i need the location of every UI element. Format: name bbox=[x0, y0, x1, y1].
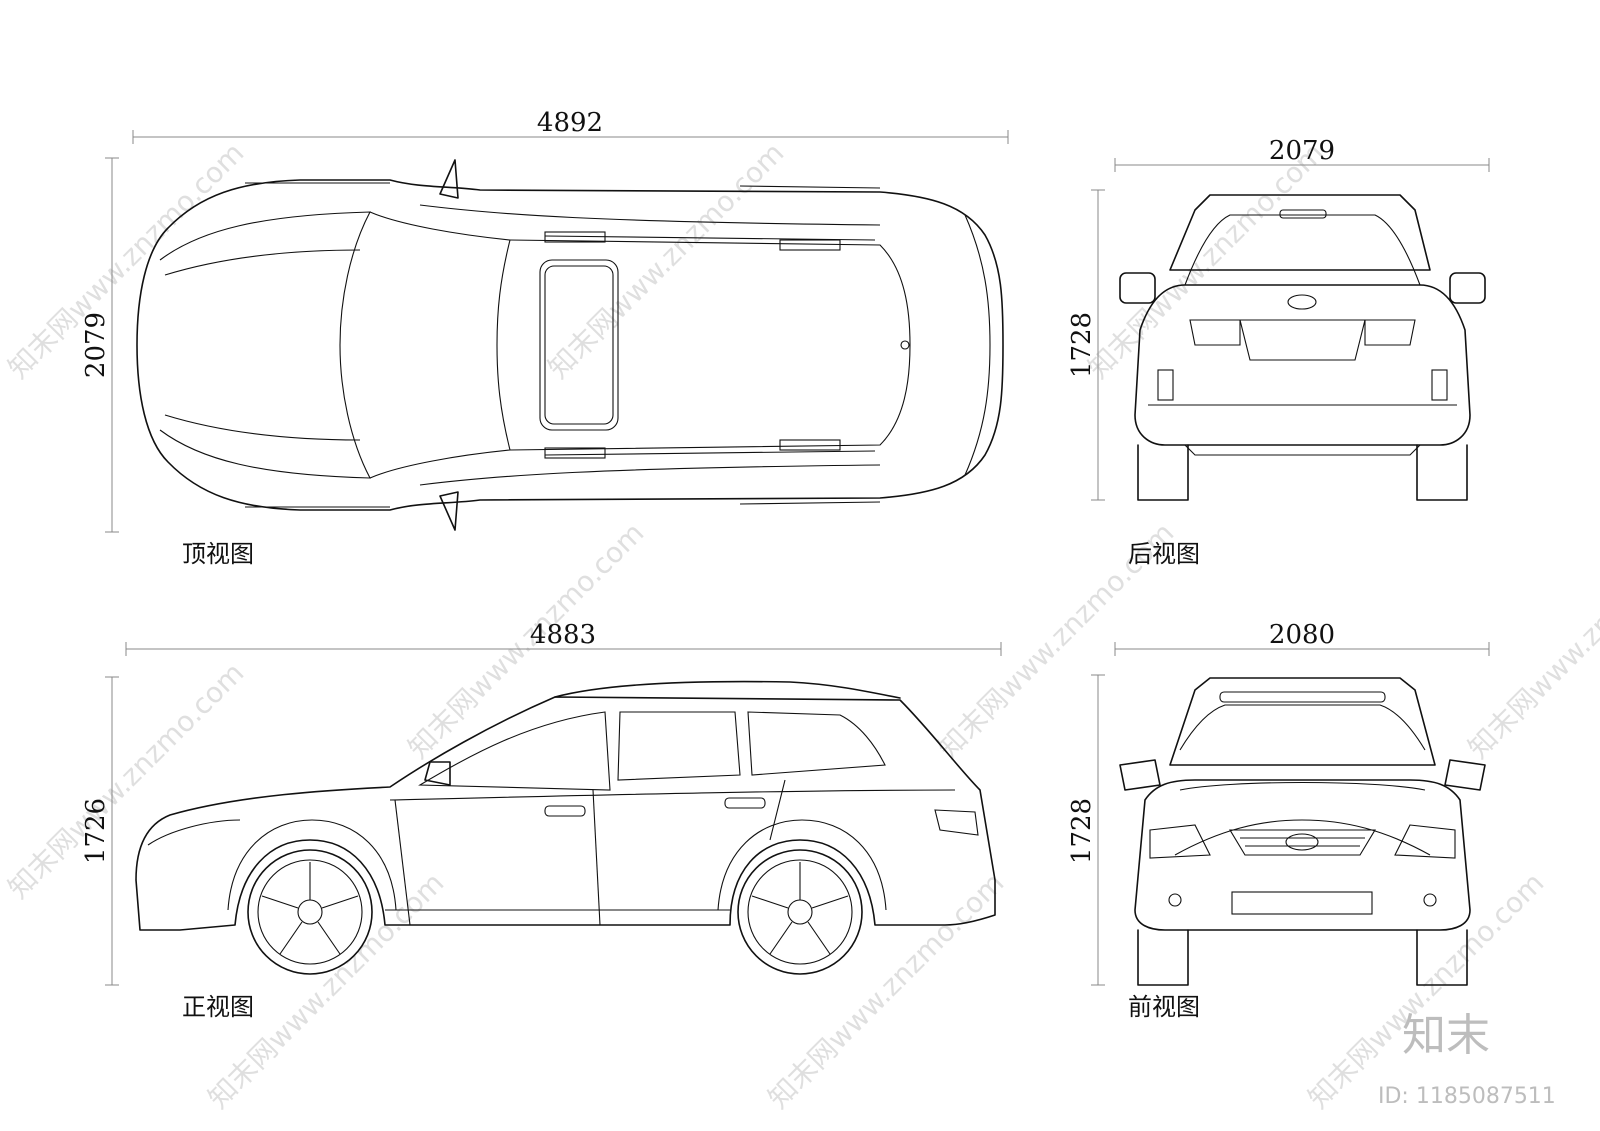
car-front-view bbox=[1119, 677, 1486, 986]
rear-view-label: 后视图 bbox=[1128, 540, 1200, 568]
watermark-text: 知末网www.znzmo.com bbox=[1302, 866, 1551, 1115]
dimension-front-height: 1728 bbox=[1067, 674, 1105, 986]
watermark-text: 知末网www.znzmo.com bbox=[402, 516, 651, 765]
dim-label-side-length: 4883 bbox=[530, 620, 596, 650]
dim-label-side-height: 1726 bbox=[81, 798, 111, 864]
dim-label-top-length: 4892 bbox=[537, 108, 603, 138]
dimension-side-height: 1726 bbox=[81, 676, 119, 986]
car-rear-view bbox=[1119, 194, 1486, 501]
dimension-front-width: 2080 bbox=[1114, 620, 1490, 656]
dim-label-rear-height: 1728 bbox=[1067, 312, 1097, 378]
watermark-text: 知末网www.znzmo.com bbox=[1082, 136, 1331, 385]
dimension-rear-height: 1728 bbox=[1067, 189, 1105, 501]
dimension-side-length: 4883 bbox=[125, 620, 1002, 656]
dimension-top-length: 4892 bbox=[132, 108, 1009, 144]
watermark-text: 知末网www.znzmo.com bbox=[1462, 516, 1600, 765]
top-view-label: 顶视图 bbox=[182, 540, 254, 568]
dimension-top-width: 2079 bbox=[81, 157, 119, 533]
car-side-view bbox=[135, 680, 996, 975]
dim-label-rear-width: 2079 bbox=[1269, 136, 1335, 166]
image-id-text: ID: 1185087511 bbox=[1378, 1084, 1556, 1109]
watermark-text: 知末网www.znzmo.com bbox=[542, 136, 791, 385]
watermark-text: 知末网www.znzmo.com bbox=[2, 656, 251, 905]
side-front-wheel bbox=[247, 849, 373, 975]
dimension-rear-width: 2079 bbox=[1114, 136, 1490, 172]
car-top-view bbox=[136, 159, 1004, 531]
dim-label-front-height: 1728 bbox=[1067, 798, 1097, 864]
watermark-text: 知末网www.znzmo.com bbox=[762, 866, 1011, 1115]
side-rear-wheel bbox=[737, 849, 863, 975]
front-view-label: 前视图 bbox=[1128, 993, 1200, 1021]
side-view-label: 正视图 bbox=[182, 993, 254, 1021]
dim-label-front-width: 2080 bbox=[1269, 620, 1335, 650]
brand-logo-text: 知末 bbox=[1402, 1010, 1490, 1061]
watermark-layer: 知末网www.znzmo.com 知末网www.znzmo.com 知末网www… bbox=[2, 136, 1600, 1115]
watermark-text: 知末网www.znzmo.com bbox=[2, 136, 251, 385]
dim-label-top-width: 2079 bbox=[81, 312, 111, 378]
